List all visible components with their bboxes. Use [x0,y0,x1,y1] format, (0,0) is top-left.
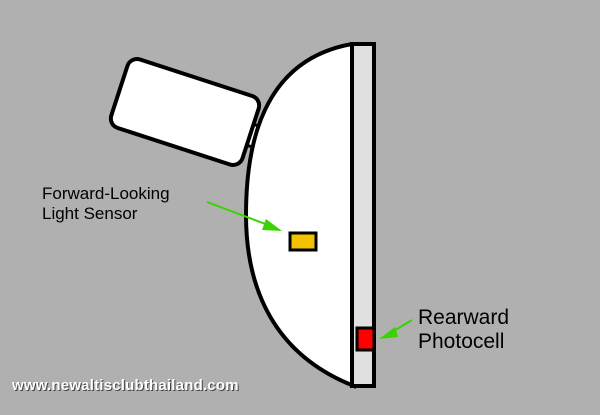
mount-base [108,57,262,167]
forward-sensor-label-line1: Forward-Looking [42,184,170,203]
watermark-url: www.newaltisclubthailand.com [12,377,239,394]
rear-photocell-label: Rearward Photocell [418,306,509,354]
forward-sensor-label-line2: Light Sensor [42,203,138,223]
mirror-housing [243,42,356,389]
rear-photocell-label-line1: Rearward [418,306,510,329]
forward-sensor-label: Forward-Looking Light Sensor [42,184,170,223]
arrow-forward-sensor [206,201,282,231]
mounting-arm [108,57,271,167]
forward-light-sensor [288,231,318,252]
mirror-glass [350,42,376,388]
arrow-rear-photocell [379,319,413,339]
rearward-photocell [355,326,376,352]
rear-photocell-label-line2: Photocell [418,330,505,354]
